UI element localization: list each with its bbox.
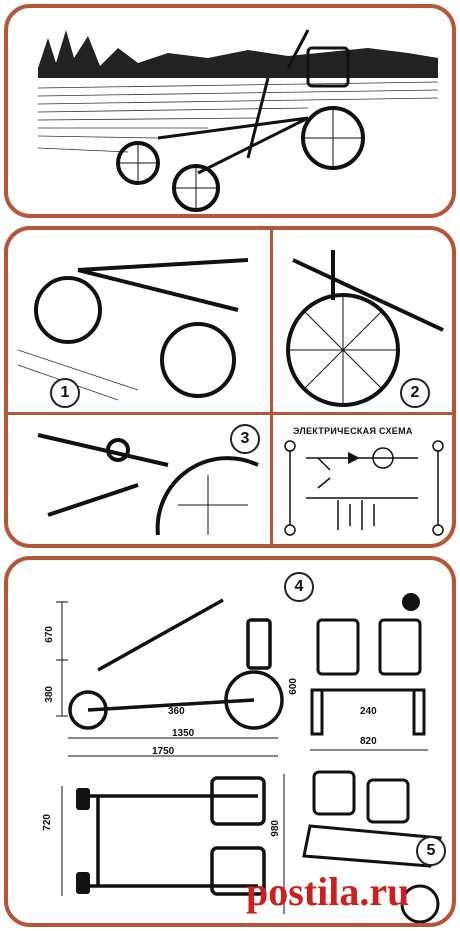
dimension-overall-length: 1750	[152, 746, 175, 757]
quadricycle-field-illustration	[37, 29, 439, 212]
illustration-panel-top	[4, 4, 456, 218]
schematic-title: ЭЛЕКТРИЧЕСКАЯ СХЕМА	[293, 426, 413, 436]
panel-label-5: 5	[416, 836, 446, 866]
detail-panel-grid: 1 2 3 ЭЛЕКТРИЧЕСКАЯ СХЕМА	[4, 226, 456, 548]
front-elevation-drawing	[310, 593, 428, 751]
dimension-height-right: 600	[288, 678, 299, 695]
dimension-wheelbase: 1350	[172, 728, 195, 739]
plan-view-drawing	[61, 774, 285, 914]
grid-divider-vertical	[270, 230, 273, 544]
panel-label-4: 4	[284, 572, 314, 602]
dimension-axle-offset: 360	[168, 706, 185, 717]
front-axle-illustration	[17, 258, 249, 401]
panel-label-1: 1	[50, 378, 80, 408]
side-elevation-drawing	[56, 598, 284, 757]
dimension-plan-width: 720	[42, 814, 53, 831]
electrical-schematic	[284, 440, 444, 536]
watermark-text: postila.ru	[246, 869, 410, 914]
dimension-plan-length: 980	[270, 820, 281, 837]
technical-drawing-panel: 4 5 670 380 600 360 1350 1750 240 820 72…	[4, 556, 456, 927]
dimension-height-bottom: 380	[44, 686, 55, 703]
dimension-height-top: 670	[44, 626, 55, 643]
dimension-track-inner: 240	[360, 706, 377, 717]
panel-label-2: 2	[400, 378, 430, 408]
drive-detail-illustration	[37, 433, 259, 536]
panel-label-3: 3	[230, 424, 260, 454]
grid-divider-horizontal	[8, 412, 452, 415]
dimension-overall-width: 820	[360, 736, 377, 747]
rear-wheel-illustration	[286, 250, 444, 407]
perspective-seats-illustration	[302, 770, 443, 923]
